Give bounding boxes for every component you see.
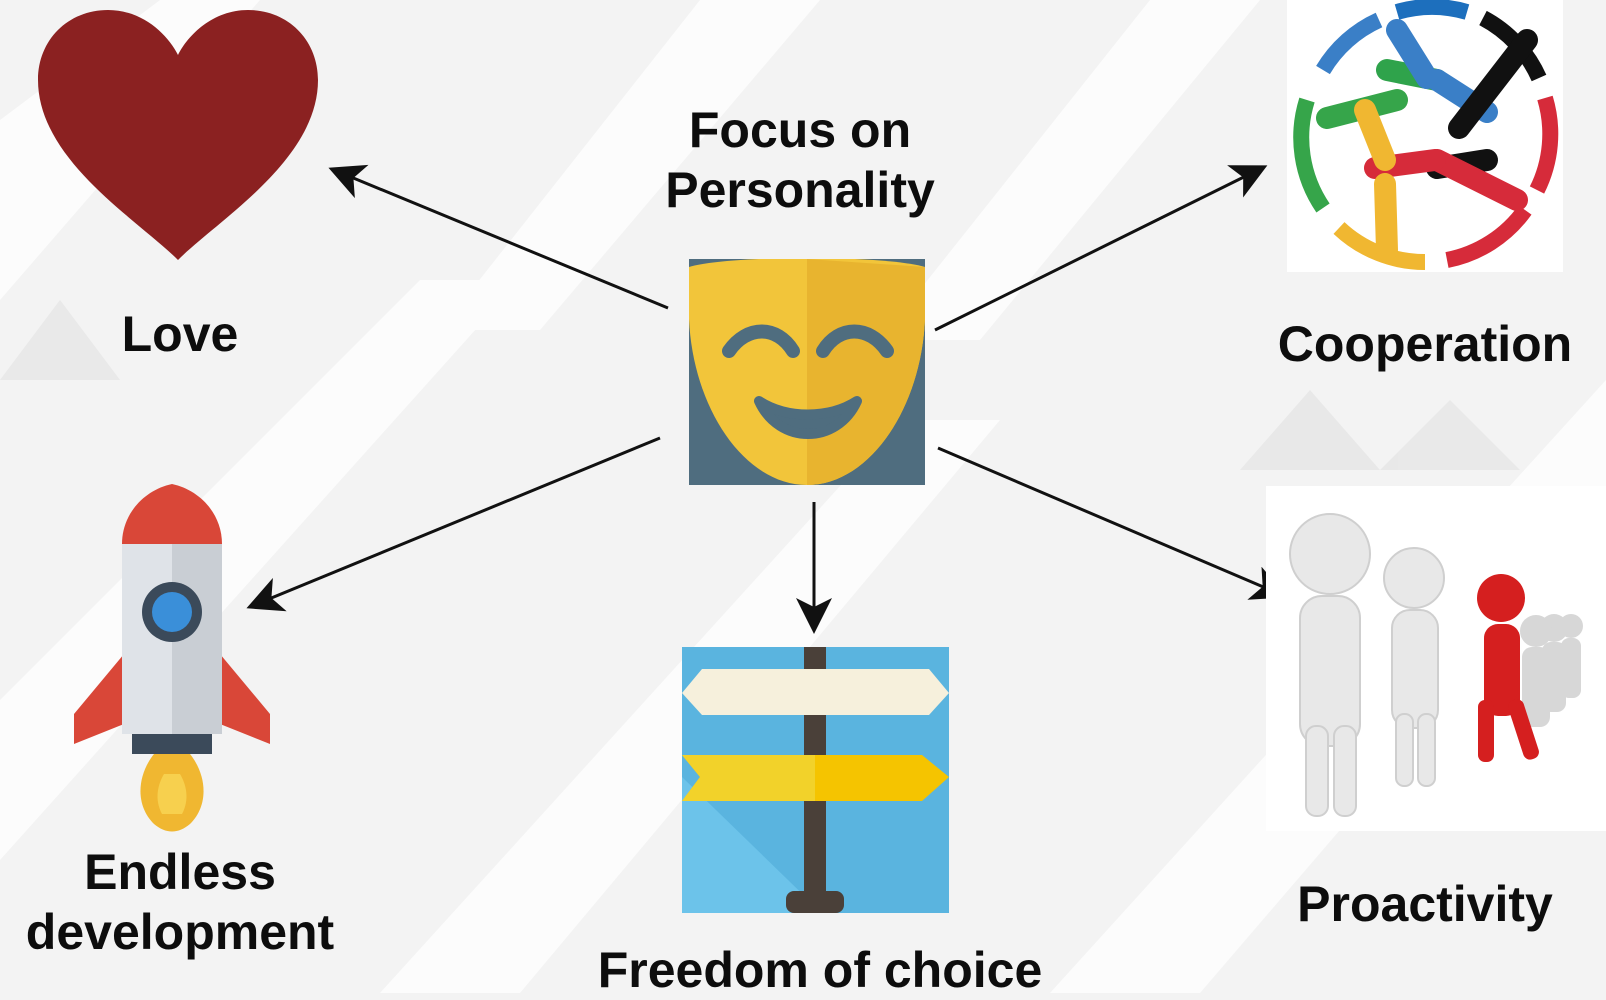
center-title-line2: Personality bbox=[665, 162, 935, 218]
center-title: Focus on Personality bbox=[610, 100, 990, 220]
endless-development-label-line1: Endless bbox=[84, 844, 276, 900]
cooperation-label: Cooperation bbox=[1277, 316, 1573, 372]
proactivity-label: Proactivity bbox=[1297, 876, 1553, 932]
joined-hands-circle-icon bbox=[1287, 0, 1563, 272]
signpost-icon bbox=[682, 647, 949, 913]
people-line-red-leader-icon bbox=[1266, 486, 1606, 831]
rocket-icon bbox=[74, 484, 270, 832]
love-label: Love bbox=[121, 306, 239, 362]
endless-development-label: Endless development bbox=[0, 842, 360, 962]
center-title-line1: Focus on bbox=[688, 102, 912, 158]
heart-icon bbox=[38, 10, 318, 260]
freedom-of-choice-label: Freedom of choice bbox=[597, 942, 1043, 998]
theater-mask-icon bbox=[689, 259, 925, 485]
endless-development-label-line2: development bbox=[25, 904, 335, 960]
